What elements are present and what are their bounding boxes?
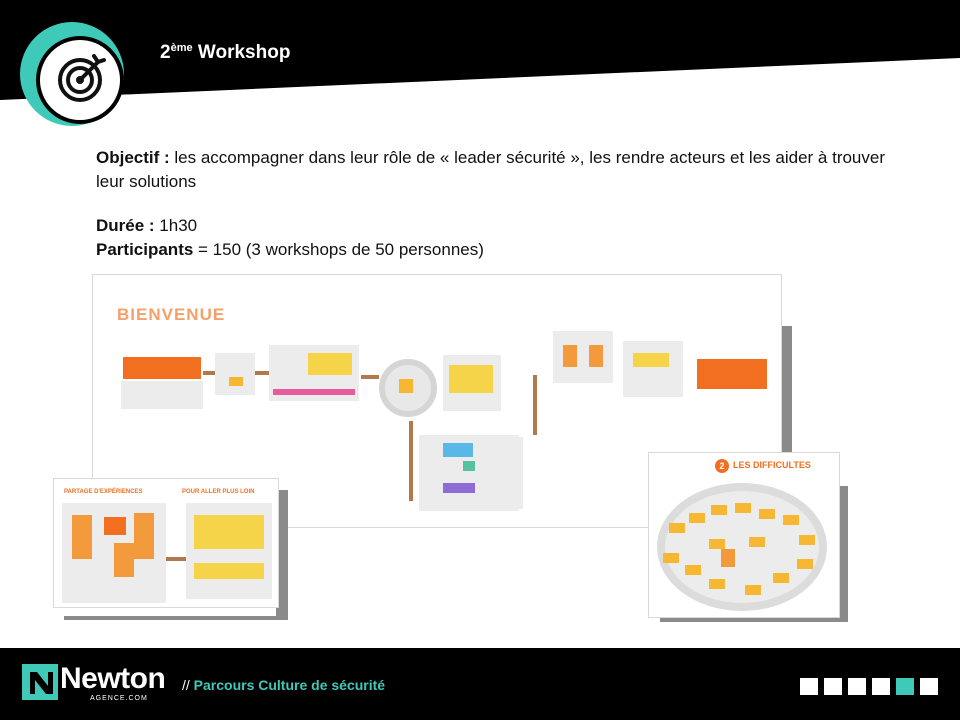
target-arrow-icon [20, 22, 124, 126]
page-title: 2ème Workshop [160, 42, 291, 63]
newton-logo-icon [22, 664, 58, 700]
progress-step [824, 678, 842, 695]
header-banner: 2ème Workshop [0, 0, 960, 100]
screenshot-shadow [660, 616, 848, 622]
progress-indicator [800, 678, 938, 695]
header-background [0, 0, 960, 100]
board-title: BIENVENUE [117, 305, 226, 324]
course-label: // Parcours Culture de sécurité [182, 677, 386, 693]
workshop-description: Objectif : les accompagner dans leur rôl… [96, 146, 896, 262]
further-title: POUR ALLER PLUS LOIN [182, 489, 255, 495]
progress-step [800, 678, 818, 695]
screenshot-shadow [838, 486, 848, 622]
brand-subtitle: AGENCE.COM [90, 695, 148, 702]
progress-step [848, 678, 866, 695]
screenshot-shadow [64, 616, 288, 620]
section-number: 2 [715, 459, 729, 473]
sharing-experiences-screenshot: PARTAGE D'EXPÉRIENCES POUR ALLER PLUS LO… [53, 478, 279, 608]
brand-name: Newton [60, 662, 166, 695]
duration-line: Durée : 1h30 [96, 216, 198, 235]
progress-step [920, 678, 938, 695]
sharing-title: PARTAGE D'EXPÉRIENCES [64, 489, 143, 495]
difficulties-screenshot: 2 LES DIFFICULTES [648, 452, 840, 618]
progress-step [896, 678, 914, 695]
progress-step [872, 678, 890, 695]
objective-paragraph: Objectif : les accompagner dans leur rôl… [96, 148, 885, 191]
screenshot-shadow [276, 490, 288, 620]
difficulties-title: LES DIFFICULTES [733, 460, 811, 470]
footer: Newton AGENCE.COM // Parcours Culture de… [0, 648, 960, 720]
participants-line: Participants = 150 (3 workshops de 50 pe… [96, 240, 484, 259]
